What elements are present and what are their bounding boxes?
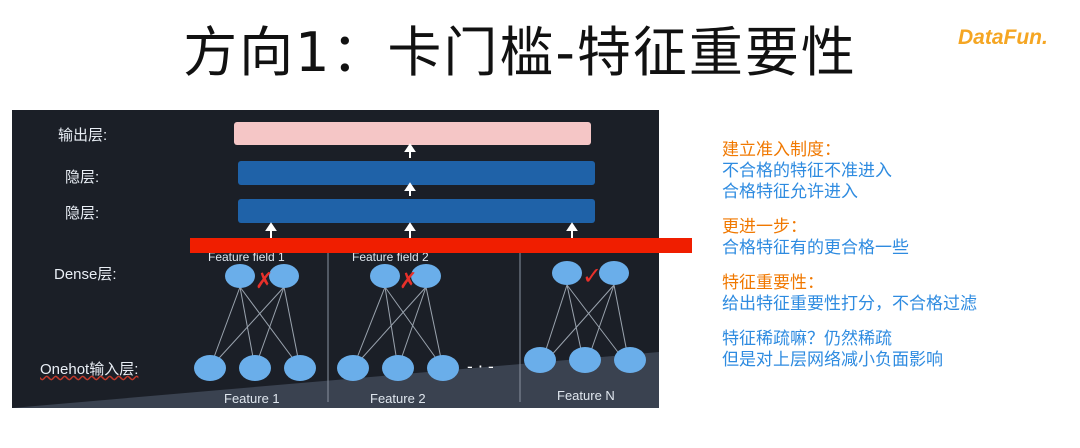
cross-mark-2: ✗ [399,269,417,294]
onehot-node [337,355,369,381]
onehot-node [614,347,646,373]
onehot-node [569,347,601,373]
dense-node [225,264,255,288]
onehot-node [382,355,414,381]
cross-mark-1: ✗ [255,269,273,294]
dense-node [552,261,582,285]
dense-node [599,261,629,285]
note-sparse: 特征稀疏嘛？仍然稀疏 但是对上层网络减小负面影响 [722,329,1062,371]
hidden-layer-bar-1 [238,161,595,185]
onehot-node [194,355,226,381]
slide-title: 方向1：卡门槛-特征重要性 [183,21,857,84]
network-diagram: ✗ ✗ ✓ - · - Feature field 1 Feature fiel… [12,110,659,408]
dense-node [269,264,299,288]
note-line: 不合格的特征不准进入 [722,161,892,181]
check-mark: ✓ [582,262,602,290]
note-line: 合格特征允许进入 [722,182,858,202]
note-admission: 建立准入制度： 不合格的特征不准进入 合格特征允许进入 [722,140,1062,203]
note-further: 更进一步： 合格特征有的更合格一些 [722,217,1062,259]
note-line: 特征稀疏嘛？仍然稀疏 [722,329,892,349]
threshold-bar [190,238,692,253]
note-heading: 建立准入制度： [722,140,841,160]
hidden-layer-label-2: 隐层: [65,205,100,222]
dense-nodes [225,261,629,288]
output-layer-bar [234,122,591,145]
layer-arrows [265,143,578,238]
note-importance: 特征重要性： 给出特征重要性打分，不合格过滤 [722,273,1062,315]
onehot-node [284,355,316,381]
onehot-node [427,355,459,381]
note-line: 给出特征重要性打分，不合格过滤 [722,294,977,314]
feature-label-n: Feature N [557,388,615,403]
feature-label-1: Feature 1 [224,391,280,406]
onehot-layer-label: Onehot输入层: [40,361,139,378]
onehot-nodes [194,347,646,381]
note-line: 合格特征有的更合格一些 [722,238,909,258]
hidden-layer-label-1: 隐层: [65,169,100,186]
note-heading: 特征重要性： [722,273,824,293]
output-layer-label: 输出层: [58,127,108,144]
ellipsis-dots: - · - [467,357,494,376]
datafun-logo: DataFun. [958,26,1048,50]
onehot-node [239,355,271,381]
notes-panel: 建立准入制度： 不合格的特征不准进入 合格特征允许进入 更进一步： 合格特征有的… [722,140,1062,385]
dense-layer-label: Dense层: [54,266,117,283]
hidden-layer-bar-2 [238,199,595,223]
note-line: 但是对上层网络减小负面影响 [722,350,943,370]
note-heading: 更进一步： [722,217,807,237]
connections [209,284,631,369]
field-label-1: Feature field 1 [208,250,285,264]
onehot-node [524,347,556,373]
field-label-2: Feature field 2 [352,250,429,264]
dense-node [370,264,400,288]
dense-node [411,264,441,288]
network-graphic: ✗ ✗ ✓ - · - Feature field 1 Feature fiel… [12,122,659,408]
feature-label-2: Feature 2 [370,391,426,406]
floor-shade [12,352,659,408]
logo-text: DataFun. [958,26,1048,49]
